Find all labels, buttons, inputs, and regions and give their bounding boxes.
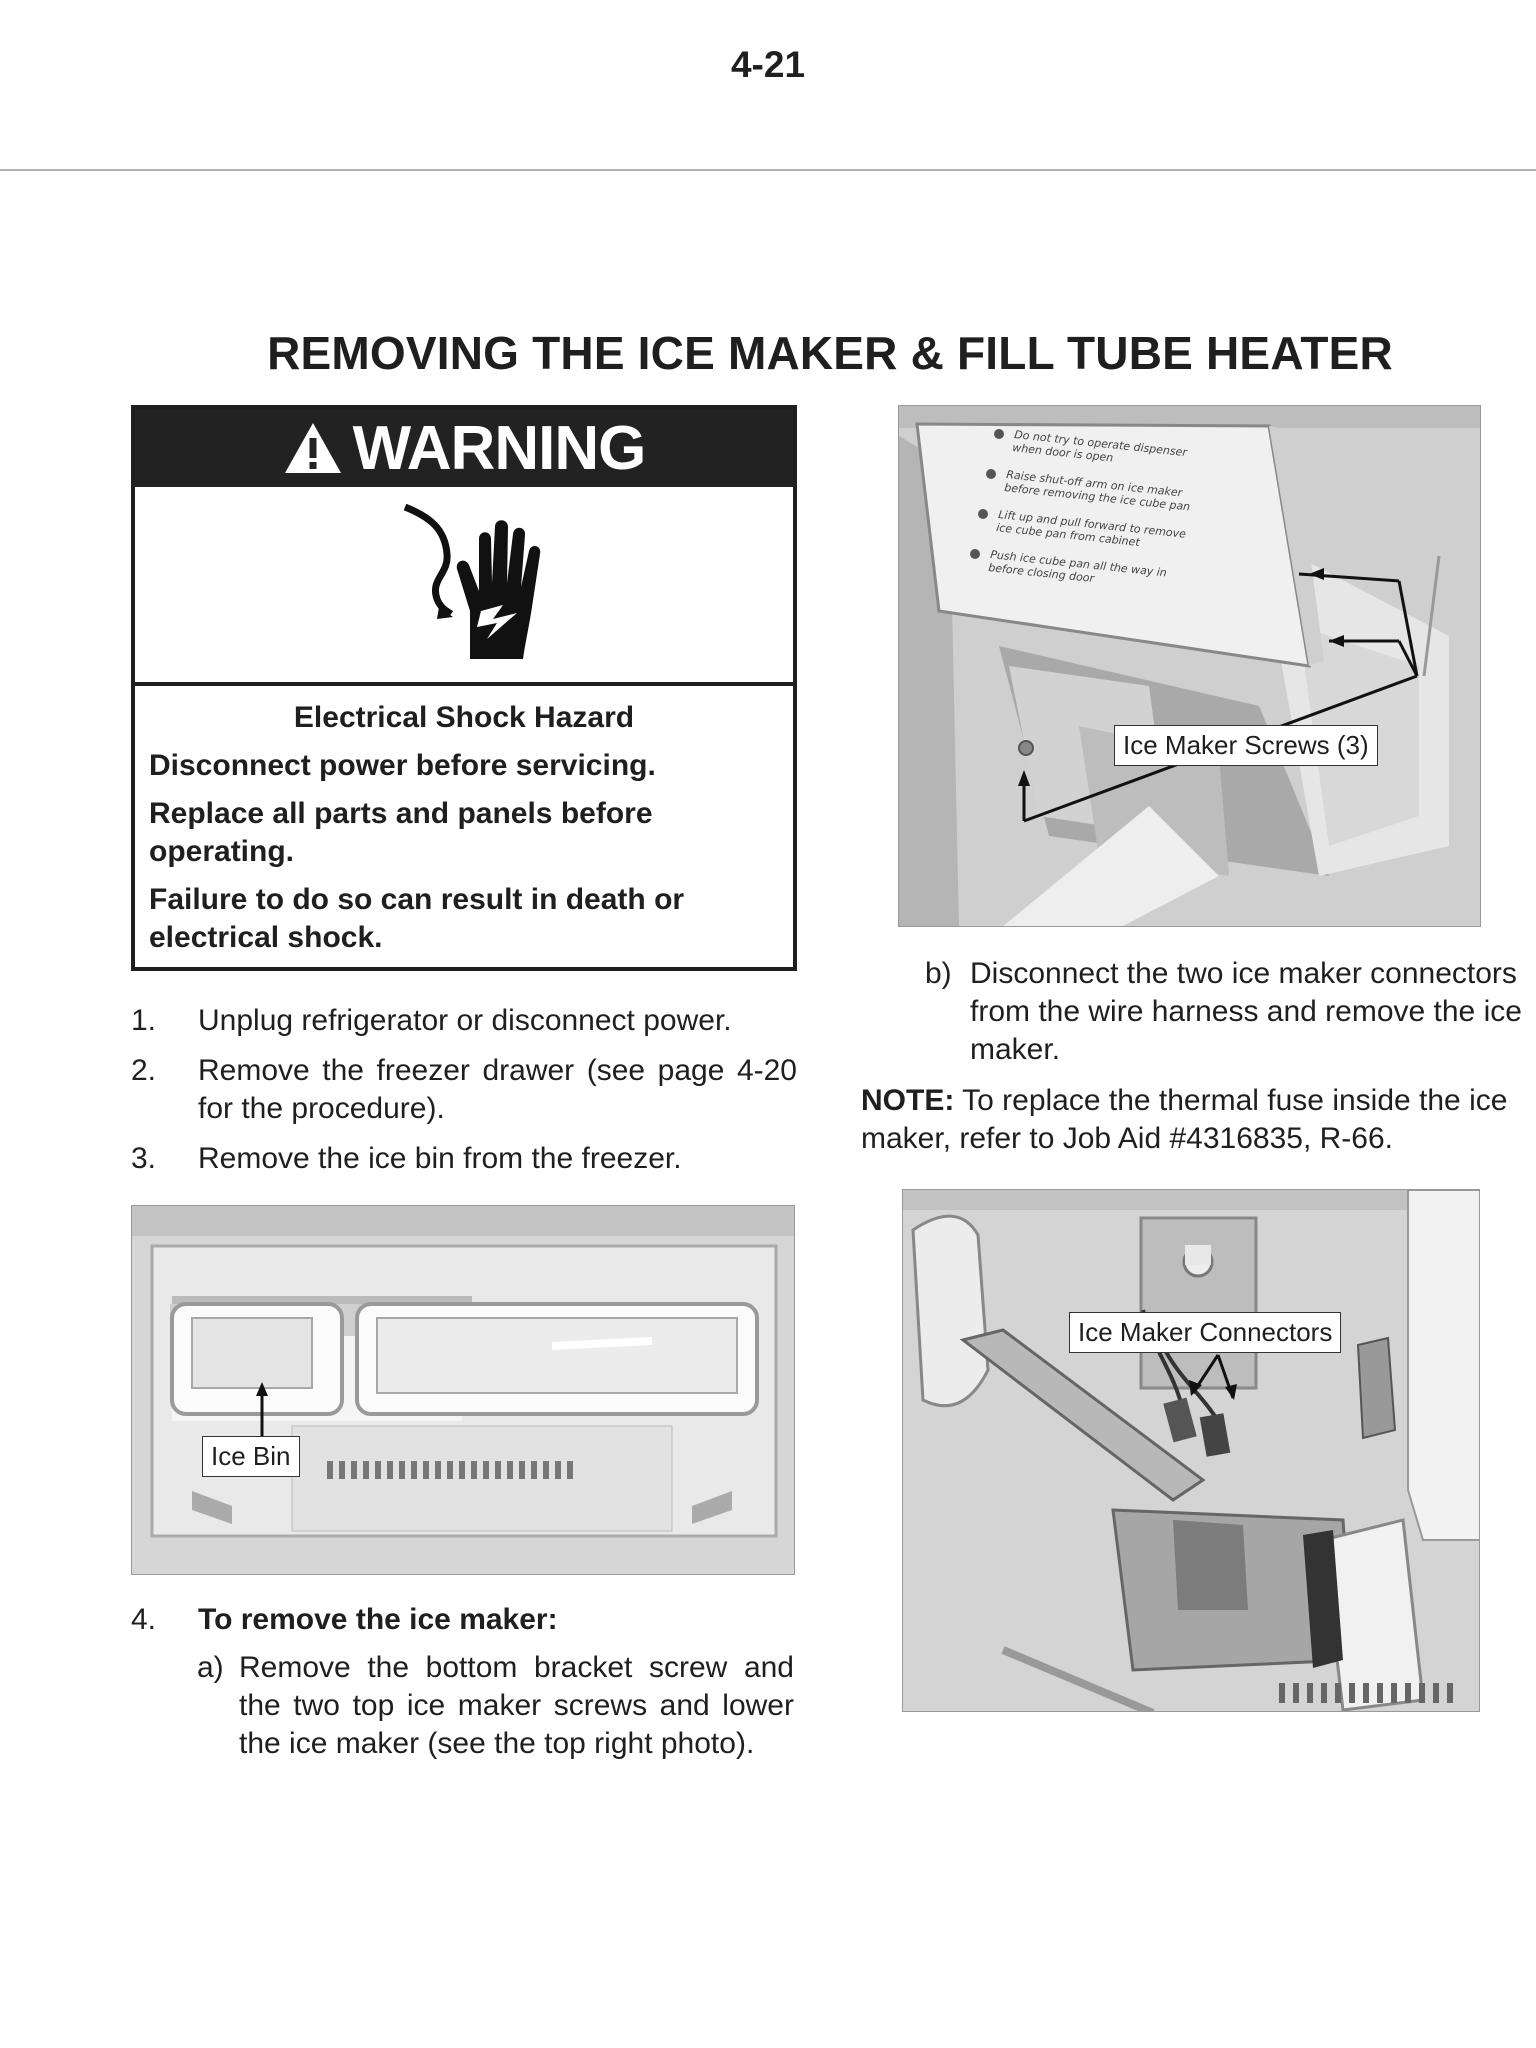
step-4: 4. To remove the ice maker: <box>131 1601 797 1651</box>
ice-bin-callout: Ice Bin <box>202 1436 300 1477</box>
warning-line-2: Replace all parts and panels before oper… <box>149 797 653 868</box>
list-item: 3. Remove the ice bin from the freezer. <box>131 1140 797 1178</box>
ice-bin-photo: Ice Bin <box>131 1205 795 1575</box>
step-number: 1. <box>131 1004 157 1037</box>
step-text: Unplug refrigerator or disconnect power. <box>198 1004 732 1037</box>
warning-box: WARNING Electrical Shock Hazard Disconne… <box>131 405 797 971</box>
substep-b: b) Disconnect the two ice maker connecto… <box>925 955 1525 1069</box>
shock-hazard-symbol <box>135 487 793 686</box>
substep-text: Disconnect the two ice maker connectors … <box>970 957 1522 1066</box>
warning-heading: WARNING <box>352 413 647 483</box>
electric-shock-hand-icon <box>403 503 541 659</box>
ice-maker-screws-illustration: Do not try to operate dispenser when doo… <box>899 406 1480 926</box>
warning-header: WARNING <box>135 409 793 487</box>
ice-maker-screws-callout: Ice Maker Screws (3) <box>1114 725 1378 766</box>
ice-maker-connectors-photo: Ice Maker Connectors <box>902 1189 1480 1712</box>
step-text: To remove the ice maker: <box>198 1603 558 1636</box>
substep-text: Remove the bottom bracket screw and the … <box>239 1651 794 1760</box>
note-paragraph: NOTE: To replace the thermal fuse inside… <box>861 1082 1531 1158</box>
list-item: 2. Remove the freezer drawer (see page 4… <box>131 1052 797 1128</box>
header-divider <box>0 169 1536 171</box>
page-number: 4-21 <box>730 44 806 85</box>
page-title: REMOVING THE ICE MAKER & FILL TUBE HEATE… <box>267 327 1393 379</box>
step-number: 3. <box>131 1142 157 1175</box>
warning-triangle-icon <box>284 423 341 473</box>
note-text: To replace the thermal fuse inside the i… <box>861 1084 1508 1155</box>
warning-line-3: Failure to do so can result in death or … <box>149 883 685 954</box>
ice-maker-connectors-illustration <box>903 1190 1479 1711</box>
hazard-title: Electrical Shock Hazard <box>293 701 635 734</box>
step-text: Remove the ice bin from the freezer. <box>198 1142 682 1175</box>
ice-maker-screws-photo: Do not try to operate dispenser when doo… <box>898 405 1481 927</box>
list-item: 1. Unplug refrigerator or disconnect pow… <box>131 1002 797 1040</box>
substep-label: b) <box>925 957 952 990</box>
warning-text: Electrical Shock Hazard Disconnect power… <box>149 699 779 967</box>
step-number: 4. <box>131 1603 157 1636</box>
ice-bin-illustration <box>132 1206 794 1574</box>
steps-list: 1. Unplug refrigerator or disconnect pow… <box>131 1002 797 1190</box>
substep-label: a) <box>197 1651 224 1684</box>
substep-a: a) Remove the bottom bracket screw and t… <box>197 1649 794 1763</box>
list-item: 4. To remove the ice maker: <box>131 1601 797 1639</box>
ice-maker-connectors-callout: Ice Maker Connectors <box>1069 1312 1342 1353</box>
note-label: NOTE: <box>861 1084 955 1117</box>
warning-line-1: Disconnect power before servicing. <box>149 749 656 782</box>
step-text: Remove the freezer drawer (see page 4-20… <box>198 1054 797 1125</box>
step-number: 2. <box>131 1054 157 1087</box>
